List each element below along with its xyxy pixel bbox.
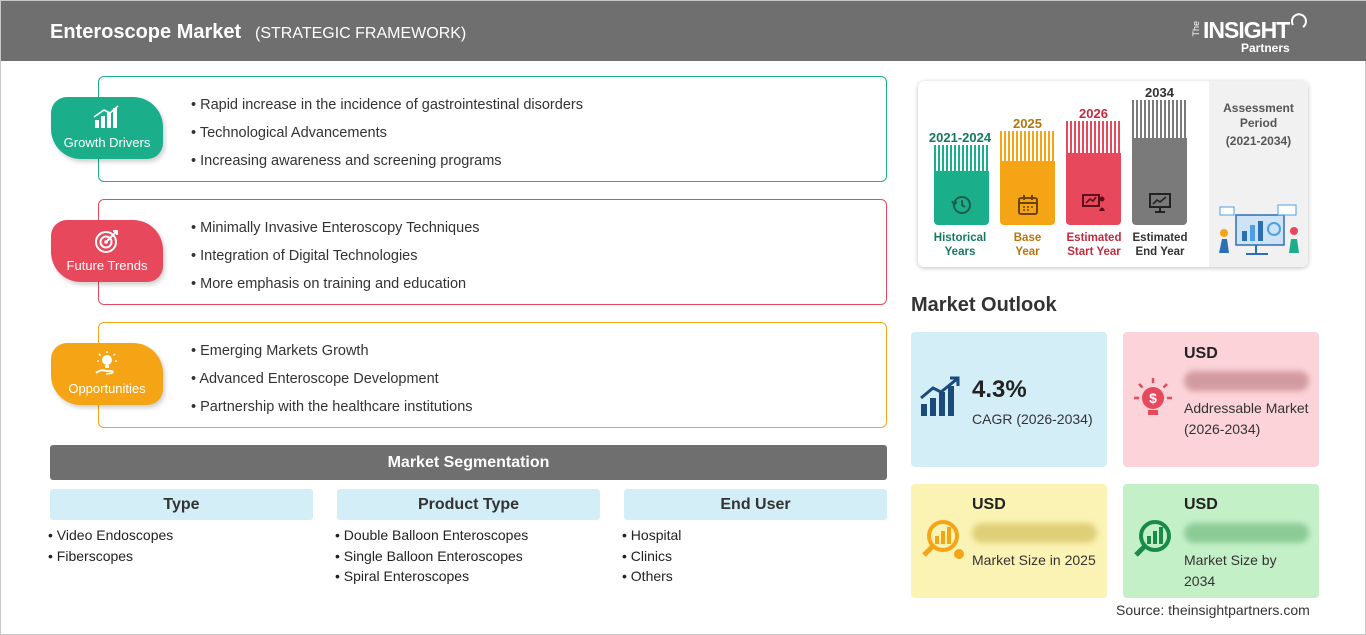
list-item: Double Balloon Enteroscopes <box>335 527 528 548</box>
growth-drivers-list: Rapid increase in the incidence of gastr… <box>191 95 583 179</box>
list-item: Single Balloon Enteroscopes <box>335 548 528 569</box>
segment-header-end-user: End User <box>624 489 887 520</box>
target-icon <box>95 230 118 253</box>
year-end: 2034 <box>1145 85 1174 100</box>
timeline-bar-historical <box>934 145 989 225</box>
label-base-1: Base <box>1013 232 1042 244</box>
presentation-chart-icon <box>1081 194 1105 211</box>
market-outlook-title: Market Outlook <box>911 294 1057 316</box>
label-start-1: Estimated <box>1066 232 1122 244</box>
addressable-desc: Addressable Market (2026-2034) <box>1184 400 1309 437</box>
analytics-illustration-icon <box>1219 204 1299 255</box>
label-base-2: Year <box>1015 246 1040 258</box>
market-size-2034-value-blurred <box>1184 523 1309 543</box>
market-size-2034-desc: Market Size by 2034 <box>1184 552 1277 589</box>
assessment-title: Assessment Period <box>1223 101 1294 130</box>
market-size-2025-value-blurred <box>972 523 1097 543</box>
label-start-2: Start Year <box>1067 246 1121 258</box>
addressable-value-blurred <box>1184 371 1309 391</box>
market-size-2025-desc: Market Size in 2025 <box>972 552 1096 568</box>
header-bar: Enteroscope Market (STRATEGIC FRAMEWORK)… <box>1 1 1366 61</box>
money-search-icon <box>922 520 964 559</box>
list-item: Advanced Enteroscope Development <box>191 369 473 397</box>
growth-drivers-card: Rapid increase in the incidence of gastr… <box>98 76 887 182</box>
opportunities-label: Opportunities <box>68 381 146 396</box>
segment-header-product-type: Product Type <box>337 489 600 520</box>
label-historical-2: Years <box>944 246 976 258</box>
opportunities-card: Emerging Markets Growth Advanced Enteros… <box>98 322 887 428</box>
future-trends-label: Future Trends <box>66 258 148 273</box>
list-item: Increasing awareness and screening progr… <box>191 151 583 179</box>
future-trends-card: Minimally Invasive Enteroscopy Technique… <box>98 199 887 305</box>
insight-partners-logo: The INSIGHT Partners <box>1191 11 1311 55</box>
future-trends-badge: Future Trends <box>51 220 163 282</box>
money-bulb-icon: $ <box>1134 378 1172 415</box>
year-base: 2025 <box>1013 116 1042 131</box>
market-segmentation-header: Market Segmentation <box>50 445 887 480</box>
market-size-2034-usd: USD <box>1184 496 1218 513</box>
timeline-panel: 2021-2024 Historical Years 2025 <box>918 81 1308 267</box>
assessment-period-panel: Assessment Period (2021-2034) <box>1209 81 1308 267</box>
label-end-1: Estimated <box>1132 232 1188 244</box>
page-subtitle: (STRATEGIC FRAMEWORK) <box>255 25 467 42</box>
label-end-2: End Year <box>1135 246 1185 258</box>
timeline-bar-base <box>1000 131 1055 225</box>
source-note: Source: theinsightpartners.com <box>1116 602 1310 618</box>
list-item: Emerging Markets Growth <box>191 341 473 369</box>
list-item: Others <box>622 568 681 589</box>
timeline-bar-start <box>1066 121 1121 225</box>
segment-header-type: Type <box>50 489 313 520</box>
list-item: Fiberscopes <box>48 548 173 569</box>
addressable-usd: USD <box>1184 345 1218 362</box>
growth-drivers-badge: Growth Drivers <box>51 97 163 159</box>
list-item: Minimally Invasive Enteroscopy Technique… <box>191 218 479 246</box>
growth-drivers-label: Growth Drivers <box>63 135 151 150</box>
timeline-bar-end <box>1132 100 1187 225</box>
list-item: Spiral Enteroscopes <box>335 568 528 589</box>
segment-list-product-type: Double Balloon Enteroscopes Single Ballo… <box>335 527 528 589</box>
market-size-2034-box: USD Market Size by 2034 <box>1123 484 1319 598</box>
market-size-2025-box: USD Market Size in 2025 <box>911 484 1107 598</box>
list-item: Video Endoscopes <box>48 527 174 548</box>
logo-swoosh-icon <box>1291 13 1307 28</box>
svg-text:$: $ <box>1149 390 1157 406</box>
money-search-growth-icon <box>1134 520 1171 557</box>
growth-chart-icon <box>920 376 960 416</box>
bar-growth-icon <box>93 105 119 128</box>
segment-list-type: Video Endoscopes Fiberscopes <box>48 527 174 569</box>
assessment-range: (2021-2034) <box>1225 134 1292 148</box>
addressable-market-box: $ USD Addressable Market (2026-2034) <box>1123 332 1319 467</box>
opportunities-list: Emerging Markets Growth Advanced Enteros… <box>191 341 473 425</box>
history-clock-icon <box>950 196 971 214</box>
list-item: More emphasis on training and education <box>191 274 480 302</box>
cagr-label: CAGR (2026-2034) <box>972 411 1093 427</box>
monitor-chart-icon <box>1148 193 1171 213</box>
year-start: 2026 <box>1079 106 1108 121</box>
list-item: Integration of Digital Technologies <box>191 246 480 274</box>
list-item: Partnership with the healthcare institut… <box>191 397 472 425</box>
label-historical-1: Historical <box>933 232 987 244</box>
segment-list-end-user: Hospital Clinics Others <box>622 527 682 589</box>
list-item: Technological Advancements <box>191 123 583 151</box>
market-size-2025-usd: USD <box>972 496 1006 513</box>
future-trends-list: Minimally Invasive Enteroscopy Technique… <box>191 218 480 302</box>
cagr-value: 4.3% <box>972 376 1027 403</box>
cagr-box: 4.3% CAGR (2026-2034) <box>911 332 1107 467</box>
list-item: Rapid increase in the incidence of gastr… <box>191 95 583 123</box>
calendar-icon <box>1017 195 1038 215</box>
list-item: Hospital <box>622 527 682 548</box>
opportunities-badge: Opportunities <box>51 343 163 405</box>
lightbulb-hand-icon <box>95 351 117 375</box>
year-historical: 2021-2024 <box>928 130 992 145</box>
page-title: Enteroscope Market <box>50 21 242 43</box>
list-item: Clinics <box>622 548 681 569</box>
